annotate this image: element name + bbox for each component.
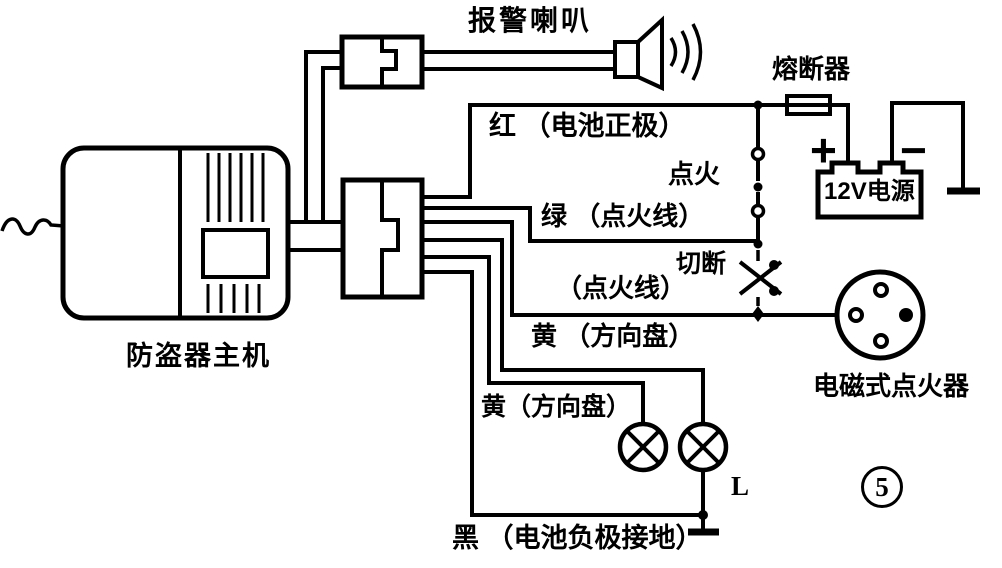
horn-feed-wires xyxy=(304,50,342,222)
antenna-line xyxy=(0,217,65,236)
label-cut: 切断 xyxy=(676,250,727,278)
vent-lines-top xyxy=(206,153,265,222)
label-battery: 12V电源 xyxy=(824,178,915,205)
label-alarm-horn: 报警喇叭 xyxy=(468,5,593,36)
label-ignition: 点火 xyxy=(668,159,721,189)
label-main-unit: 防盗器主机 xyxy=(126,341,271,371)
yellow-wire-2 xyxy=(422,255,645,424)
main-unit-box xyxy=(60,145,291,321)
speaker-icon xyxy=(613,15,703,92)
red-wire xyxy=(422,100,763,199)
label-black-wire: 黑 （电池负极接地） xyxy=(452,523,703,553)
label-lamp-l: L xyxy=(731,471,750,501)
label-ignition-wire: （点火线） xyxy=(556,273,687,303)
label-fuse: 熔断器 xyxy=(772,54,851,84)
sound-waves-icon xyxy=(669,23,703,81)
battery-minus-sign: − xyxy=(900,124,927,176)
horn-connector xyxy=(339,34,425,90)
vent-lines-bottom xyxy=(206,284,261,313)
figure-number-badge: 5 xyxy=(861,466,903,508)
label-red-wire: 红 （电池正极） xyxy=(489,111,686,141)
harness-bus xyxy=(288,220,343,252)
yellow-wire-1 xyxy=(422,238,705,424)
battery-ground-wire xyxy=(890,101,980,195)
lamp-ground xyxy=(688,470,719,536)
cut-point xyxy=(738,250,783,322)
lamp-icon-1 xyxy=(617,421,669,473)
battery-symbol xyxy=(815,160,924,220)
label-green-wire: 绿 （点火线） xyxy=(541,201,705,231)
scissors-icon xyxy=(738,260,783,296)
speaker-wires xyxy=(422,50,615,71)
lamp-icon-2 xyxy=(677,421,729,473)
unit-inner-module xyxy=(201,228,270,279)
ignition-switch-column xyxy=(750,109,766,249)
label-yellow-wire-2: 黄（方向盘） xyxy=(481,393,632,421)
fuse-symbol xyxy=(760,94,850,163)
main-connector xyxy=(340,177,425,300)
green-wire xyxy=(422,206,756,243)
battery-plus-sign: + xyxy=(810,124,837,176)
label-yellow-wire-1: 黄 （方向盘） xyxy=(531,321,695,351)
label-igniter: 电磁式点火器 xyxy=(813,371,970,401)
black-wire xyxy=(422,270,708,520)
ignition-wire-to-igniter xyxy=(422,220,836,317)
igniter-symbol xyxy=(834,269,926,361)
